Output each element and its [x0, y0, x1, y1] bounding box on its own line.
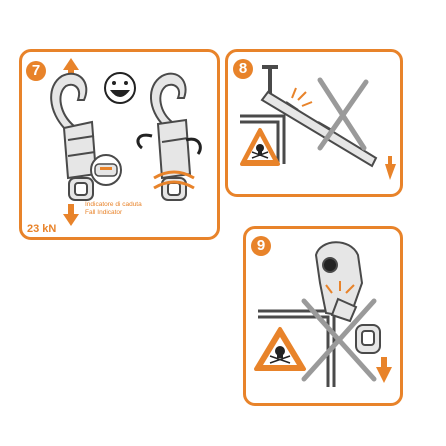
- load-rating: 23 kN: [27, 223, 56, 235]
- fall-indicator-caption-en: Fall Indicator: [85, 209, 122, 217]
- arrow-down-icon: [63, 204, 79, 226]
- snap-hook-right: [138, 74, 200, 200]
- skull-warning-icon: [256, 329, 304, 369]
- step-9-panel: 9: [243, 226, 403, 406]
- skull-warning-icon: [242, 130, 278, 164]
- snap-hook-left: [51, 74, 96, 200]
- smiley-face-icon: [105, 73, 135, 103]
- step-8-panel: 8: [225, 49, 403, 197]
- snap-hook-over-edge: [316, 242, 380, 353]
- arrow-down-icon: [376, 357, 392, 383]
- step-9-illustration: [246, 229, 400, 403]
- fall-indicator-caption-it: Indicatore di caduta: [85, 201, 142, 209]
- step-7-panel: 7: [19, 49, 220, 240]
- step-8-illustration: [228, 52, 400, 194]
- impact-marks: [292, 88, 312, 106]
- fall-indicator-detail: [91, 155, 121, 185]
- arrow-down-icon: [385, 156, 396, 180]
